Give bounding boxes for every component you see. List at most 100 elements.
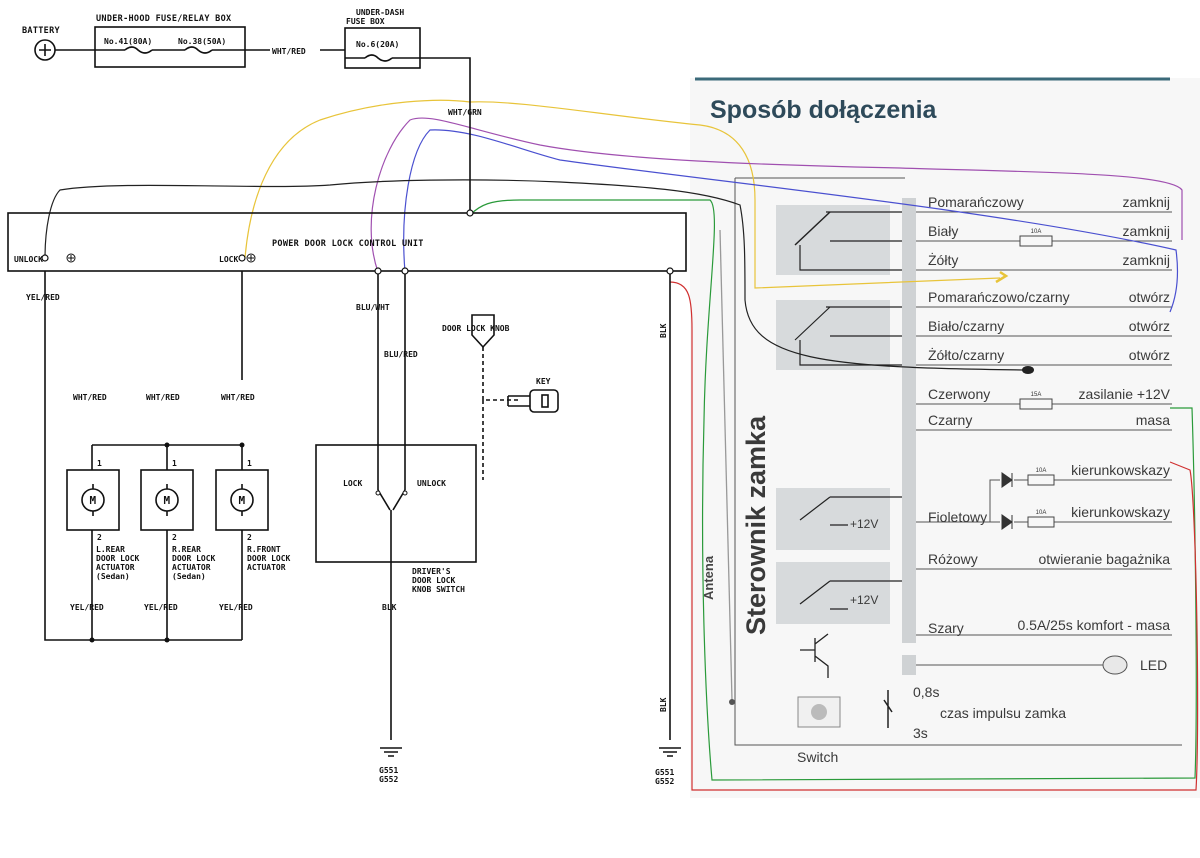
module-panel: Sposób dołączenia +12V +12V LED Switch (690, 77, 1200, 798)
motor-icon-c: M (239, 494, 246, 507)
control-unit-label: POWER DOOR LOCK CONTROL UNIT (272, 239, 424, 249)
wire-left-6: Czerwony (928, 386, 990, 402)
yellow-wire-end (995, 270, 1009, 284)
wire-right-11: 0.5A/25s komfort - masa (1017, 617, 1170, 633)
controller-label: Sterownik zamka (741, 415, 771, 635)
sw-contact-b (402, 490, 408, 496)
relay-block-unlock (776, 300, 890, 370)
wire-right-0: zamknij (1123, 194, 1170, 210)
wire-row-9: 10A Fioletowy kierunkowskazy (916, 500, 1172, 530)
antenna-label: Antena (701, 555, 716, 600)
pin1-b: 1 (172, 459, 177, 468)
antenna-node (729, 699, 735, 705)
wire-left-10: Różowy (928, 551, 978, 567)
ground-b-1: G551 (655, 768, 674, 777)
lock-terminal-label: LOCK (219, 255, 238, 264)
unlock-terminal-label: UNLOCK (14, 255, 43, 264)
wire-row-8: 10A kierunkowskazy (989, 462, 1172, 500)
module-title: Sposób dołączenia (710, 96, 938, 124)
black-wire (44, 179, 1031, 371)
driver-switch-1: DRIVER'S (412, 567, 451, 576)
relay-block-trunk (776, 562, 890, 624)
wire-row-5: Żółto/czarny otwórz (916, 346, 1172, 366)
jumper-icon (883, 690, 893, 728)
fuse-6: 15A (1031, 392, 1042, 398)
yel-red-1-label: YEL/RED (70, 603, 104, 612)
pin1-c: 1 (247, 459, 252, 468)
wire-row-3: Pomarańczowo/czarny otwórz (916, 289, 1172, 308)
blk-mid-label: BLK (382, 603, 397, 612)
yel-red-left-label: YEL/RED (26, 293, 60, 302)
node-unlock (41, 254, 49, 262)
sw-contact-a (375, 490, 381, 496)
act-lrear-1: L.REAR (96, 545, 125, 554)
wire-row-0: Pomarańczowy zamknij (916, 194, 1172, 213)
sw-lock-label: LOCK (343, 479, 362, 488)
relay-lines-lock (799, 211, 902, 271)
fuse-8: 10A (1036, 468, 1047, 474)
switch-knob-icon (811, 704, 827, 720)
underdash-label-1: UNDER-DASH (356, 8, 404, 17)
fuse-icon-8 (1027, 474, 1055, 486)
act-lrear-3: ACTUATOR (96, 563, 135, 572)
pin1-a: 1 (97, 459, 102, 468)
motor-icon-b: M (164, 494, 171, 507)
relay-block-blinker (776, 488, 890, 550)
module-frame (734, 178, 1182, 746)
key-label: KEY (536, 377, 551, 386)
node-blu-red (401, 267, 409, 275)
sw-unlock-label: UNLOCK (417, 479, 446, 488)
bus-bar (902, 198, 916, 643)
wire-right-5: otwórz (1129, 347, 1170, 363)
fuse41-label: No.41(80A) (104, 37, 152, 46)
wire-left-0: Pomarańczowy (928, 194, 1024, 210)
schematic-labels: BATTERY UNDER-HOOD FUSE/RELAY BOX No.41(… (14, 8, 674, 786)
wire-right-3: otwórz (1129, 289, 1170, 305)
wire-right-4: otwórz (1129, 318, 1170, 334)
wht-red-3-label: WHT/RED (221, 393, 255, 402)
blk-right-label: BLK (659, 323, 668, 338)
node-lock (238, 254, 246, 262)
node-blk (666, 267, 674, 275)
black-wire-end (1022, 366, 1034, 374)
ground-a-2: G552 (379, 775, 398, 784)
wire-row-10: Różowy otwieranie bagażnika (916, 551, 1172, 570)
act-rrear-3: ACTUATOR (172, 563, 211, 572)
wire-left-3: Pomarańczowo/czarny (928, 289, 1070, 305)
junction-1 (239, 442, 245, 448)
wire-row-11: Szary 0.5A/25s komfort - masa (916, 617, 1172, 636)
act-rfront-2: DOOR LOCK (247, 554, 291, 563)
node-power (466, 209, 474, 217)
hand-drawn-wires (44, 99, 1199, 791)
transistor-symbol (800, 633, 829, 678)
wht-red-1-label: WHT/RED (73, 393, 107, 402)
red-wire (669, 281, 1199, 791)
relay-lines-unlock (794, 306, 902, 366)
pin2-b: 2 (172, 533, 177, 542)
fuse6-label: No.6(20A) (356, 40, 399, 49)
wire-left-9: Fioletowy (928, 509, 987, 525)
relay-block-lock (776, 205, 890, 275)
yel-red-3-label: YEL/RED (219, 603, 253, 612)
wire-right-9: kierunkowskazy (1071, 504, 1170, 520)
time-b: 3s (913, 725, 928, 741)
wht-red-2-label: WHT/RED (146, 393, 180, 402)
node-blu-wht (374, 267, 382, 275)
wire-right-8: kierunkowskazy (1071, 462, 1170, 478)
wire-left-5: Żółto/czarny (928, 346, 1004, 363)
diode-icon-8 (1001, 472, 1013, 488)
wire-left-1: Biały (928, 223, 958, 239)
fuse38-label: No.38(50A) (178, 37, 226, 46)
pin2-c: 2 (247, 533, 252, 542)
wire-row-7: Czarny masa (916, 412, 1172, 431)
junction-4 (164, 637, 170, 643)
act-rrear-1: R.REAR (172, 545, 201, 554)
wire-right-2: zamknij (1123, 252, 1170, 268)
wire-row-1: 10A Biały zamknij (916, 223, 1172, 247)
underdash-label-2: FUSE BOX (346, 17, 385, 26)
fuse-9: 10A (1036, 510, 1047, 516)
underhood-label: UNDER-HOOD FUSE/RELAY BOX (96, 14, 231, 24)
wire-left-7: Czarny (928, 412, 972, 428)
blu-red-label: BLU/RED (384, 350, 418, 359)
driver-switch-3: KNOB SWITCH (412, 585, 465, 594)
